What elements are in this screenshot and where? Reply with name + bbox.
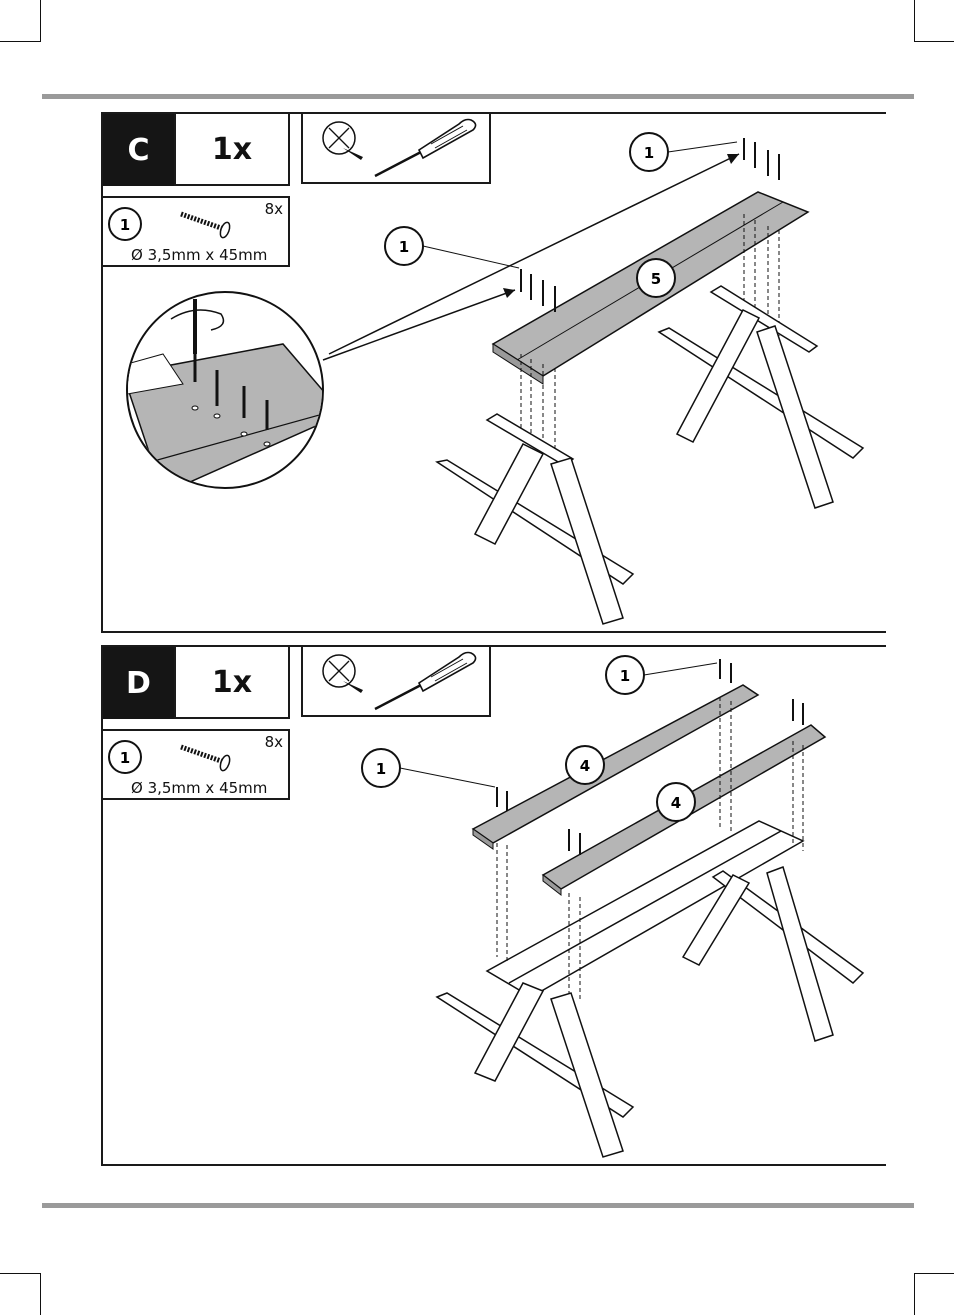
screw-icon	[180, 211, 231, 239]
front-trestle	[435, 982, 635, 1158]
arrow-line	[322, 289, 516, 361]
parts-box: 1 8x Ø 3,5mm x 45mm	[101, 729, 290, 800]
crop-mark-top-right-h	[914, 41, 954, 42]
crop-mark-bottom-right-v	[914, 1273, 915, 1315]
parts-box: 1 8x Ø 3,5mm x 45mm	[101, 196, 290, 267]
part-number: 1	[120, 749, 130, 767]
callout-5: 5	[636, 258, 676, 298]
crop-mark-top-left-h	[0, 41, 41, 42]
assembly-drawing-d: 1 1 4 4	[361, 655, 865, 1158]
crop-mark-bottom-left-v	[40, 1273, 41, 1315]
step-letter: C	[103, 114, 174, 186]
part-callout: 1	[108, 207, 231, 241]
step-c-panel: C 1x 1 8x Ø 3,5mm x 45mm	[101, 112, 886, 633]
bottom-rule	[42, 1203, 914, 1208]
back-trestle	[681, 866, 865, 1042]
screw-icon	[180, 744, 231, 772]
svg-text:4: 4	[580, 757, 590, 775]
table-top	[485, 820, 805, 998]
back-trestle	[657, 285, 865, 509]
svg-text:5: 5	[651, 270, 661, 288]
crop-mark-top-right-v	[914, 0, 915, 42]
step-d-panel: D 1x 1 8x Ø 3,5mm x 45mm	[101, 645, 886, 1166]
callout-1-left: 1	[361, 748, 496, 788]
step-letter: D	[103, 647, 174, 719]
tool-box	[301, 112, 491, 184]
svg-text:1: 1	[376, 760, 386, 778]
parts-size: Ø 3,5mm x 45mm	[131, 246, 268, 264]
callout-4-front: 4	[656, 782, 696, 822]
parts-size: Ø 3,5mm x 45mm	[131, 779, 268, 797]
callout-4-back: 4	[565, 745, 605, 785]
svg-text:1: 1	[644, 144, 654, 162]
parts-count: 8x	[264, 200, 283, 218]
detail-zoom-circle	[126, 291, 324, 489]
svg-text:1: 1	[620, 667, 630, 685]
svg-text:4: 4	[671, 794, 681, 812]
svg-text:1: 1	[399, 238, 409, 256]
screwdriver-icon	[322, 118, 477, 178]
callout-1-left: 1	[384, 226, 520, 269]
arrow-line	[328, 153, 740, 355]
crop-mark-bottom-right-h	[914, 1273, 954, 1274]
quantity-label: 1x	[174, 114, 290, 186]
callout-1-top: 1	[629, 132, 738, 172]
assembly-drawing-c: 1 1 5	[126, 132, 865, 625]
tool-box	[301, 645, 491, 717]
crop-mark-top-left-v	[40, 0, 41, 42]
part-callout: 1	[108, 740, 231, 774]
parts-count: 8x	[264, 733, 283, 751]
front-trestle	[435, 413, 635, 625]
screwdriver-icon	[322, 651, 477, 711]
top-rule	[42, 94, 914, 99]
board-4-back	[471, 684, 760, 850]
quantity-label: 1x	[174, 647, 290, 719]
crop-mark-bottom-left-h	[0, 1273, 41, 1274]
part-number: 1	[120, 216, 130, 234]
callout-1-top: 1	[605, 655, 718, 695]
